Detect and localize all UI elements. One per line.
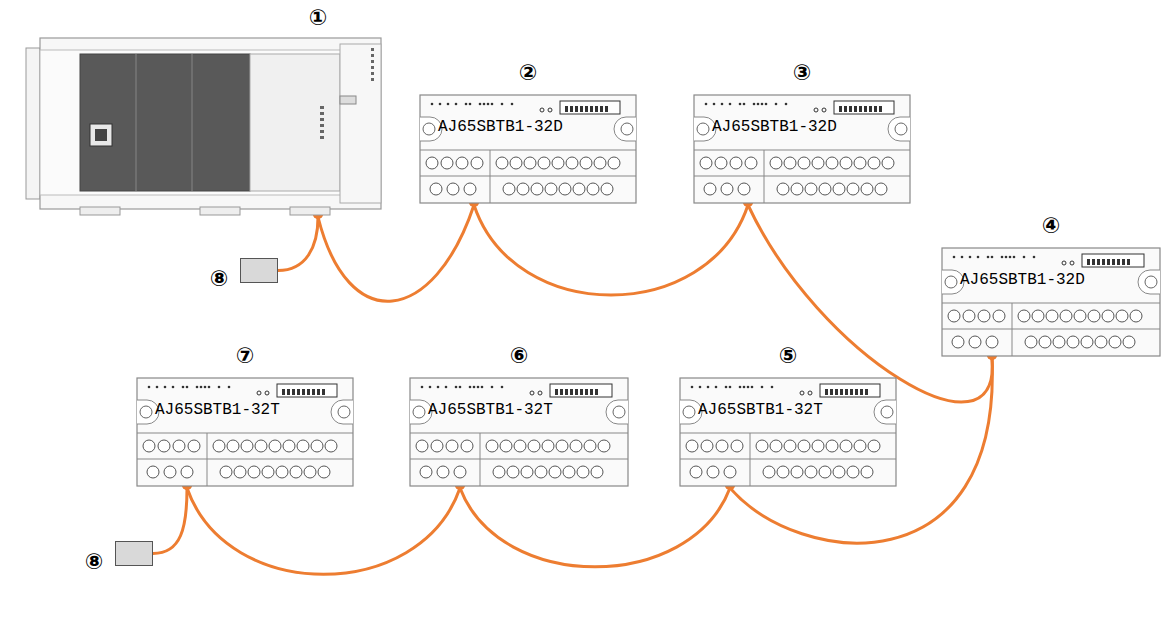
- model-label: AJ65SBTB1-32T: [698, 401, 823, 419]
- model-label: AJ65SBTB1-32T: [155, 401, 280, 419]
- callout-number: ⑦: [135, 342, 355, 370]
- remote-io-module: ④ AJ65SBTB1-32D: [940, 208, 1162, 358]
- callout-number: ④: [940, 212, 1162, 240]
- terminating-resistor: ⑧: [115, 541, 153, 566]
- model-label: AJ65SBTB1-32D: [712, 118, 837, 136]
- remote-io-module: ② AJ65SBTB1-32D: [418, 55, 638, 205]
- cc-link-cable: [318, 205, 474, 301]
- model-label: AJ65SBTB1-32T: [428, 401, 553, 419]
- terminating-resistor: ⑧: [240, 258, 278, 283]
- remote-io-module: ⑤ AJ65SBTB1-32T: [678, 338, 898, 488]
- cc-link-cable: [278, 217, 318, 271]
- remote-io-module: ⑥ AJ65SBTB1-32T: [408, 338, 630, 488]
- cc-link-cable: [153, 488, 187, 554]
- callout-number: ⑥: [408, 342, 630, 370]
- remote-io-module: ③ AJ65SBTB1-32D: [692, 55, 912, 205]
- callout-number: ⑧: [203, 265, 235, 293]
- model-label: AJ65SBTB1-32D: [438, 118, 563, 136]
- callout-number: ①: [298, 4, 338, 32]
- model-label: AJ65SBTB1-32D: [960, 271, 1085, 289]
- cc-link-cable: [460, 488, 730, 567]
- plc-drawing: [20, 4, 385, 217]
- callout-number: ③: [692, 59, 912, 87]
- cc-link-cable: [474, 205, 748, 295]
- remote-io-module: ⑦ AJ65SBTB1-32T: [135, 338, 355, 488]
- callout-number: ⑧: [78, 548, 110, 576]
- plc-unit: ①: [20, 4, 385, 217]
- cc-link-cable: [187, 488, 460, 574]
- callout-number: ②: [418, 59, 638, 87]
- callout-number: ⑤: [678, 342, 898, 370]
